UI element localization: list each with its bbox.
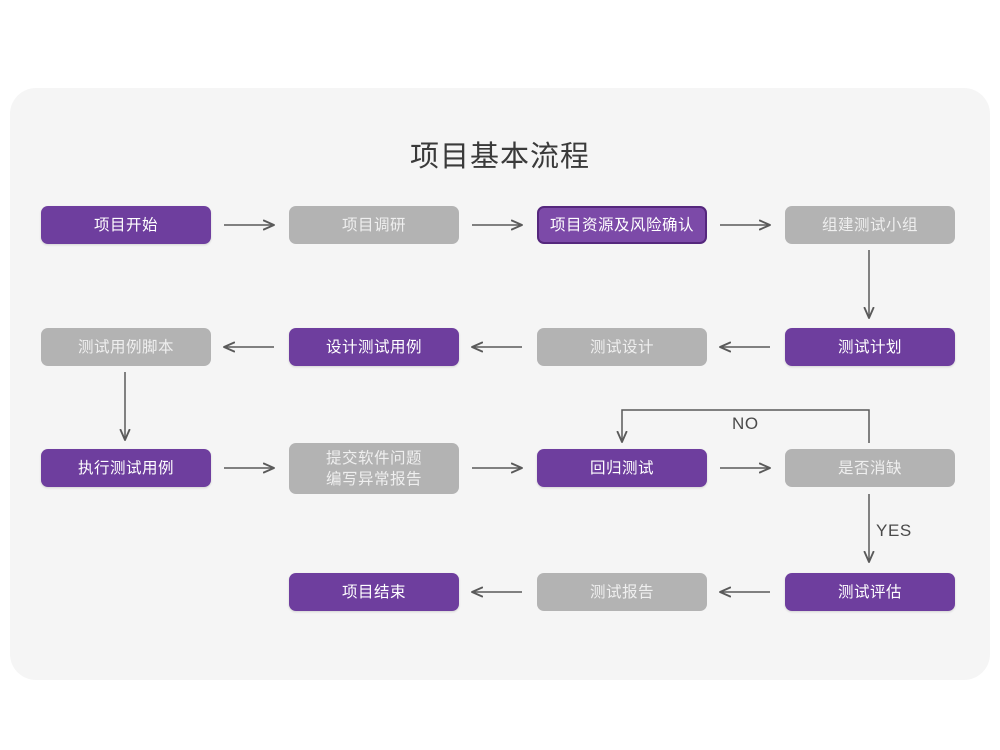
node-label-line1: 提交软件问题: [325, 449, 422, 467]
node-regression-test[interactable]: 回归测试: [537, 449, 707, 487]
page-title: 项目基本流程: [409, 141, 590, 173]
node-label-multiline: 提交软件问题 编写异常报告: [289, 448, 459, 490]
node-testcase-script[interactable]: 测试用例脚本: [41, 328, 211, 366]
node-test-evaluation[interactable]: 测试评估: [785, 573, 955, 611]
node-label: 设计测试用例: [325, 338, 422, 356]
node-project-research[interactable]: 项目调研: [289, 206, 459, 244]
node-label: 组建测试小组: [821, 216, 918, 234]
node-label: 项目开始: [93, 216, 158, 234]
node-label: 测试报告: [589, 583, 654, 601]
node-label: 测试评估: [837, 583, 902, 601]
edge-label-yes: YES: [876, 521, 912, 540]
edge-label-no: NO: [732, 414, 759, 433]
node-test-design[interactable]: 测试设计: [537, 328, 707, 366]
node-label: 项目结束: [341, 583, 406, 601]
node-project-start[interactable]: 项目开始: [41, 206, 211, 244]
node-label: 项目资源及风险确认: [549, 216, 694, 234]
node-label: 测试用例脚本: [77, 338, 174, 356]
node-label: 回归测试: [589, 459, 654, 477]
node-resource-risk-confirm[interactable]: 项目资源及风险确认: [537, 206, 707, 244]
node-execute-testcase[interactable]: 执行测试用例: [41, 449, 211, 487]
node-defect-resolved[interactable]: 是否消缺: [785, 449, 955, 487]
node-test-report[interactable]: 测试报告: [537, 573, 707, 611]
node-design-testcase[interactable]: 设计测试用例: [289, 328, 459, 366]
node-test-plan[interactable]: 测试计划: [785, 328, 955, 366]
node-label: 是否消缺: [837, 459, 902, 477]
node-build-test-team[interactable]: 组建测试小组: [785, 206, 955, 244]
node-label-line2: 编写异常报告: [325, 470, 422, 488]
node-submit-defect-report[interactable]: 提交软件问题 编写异常报告: [289, 443, 459, 494]
node-label: 项目调研: [341, 216, 406, 234]
node-project-end[interactable]: 项目结束: [289, 573, 459, 611]
node-label: 执行测试用例: [77, 459, 174, 477]
node-label: 测试计划: [837, 338, 902, 356]
node-label: 测试设计: [589, 338, 654, 356]
